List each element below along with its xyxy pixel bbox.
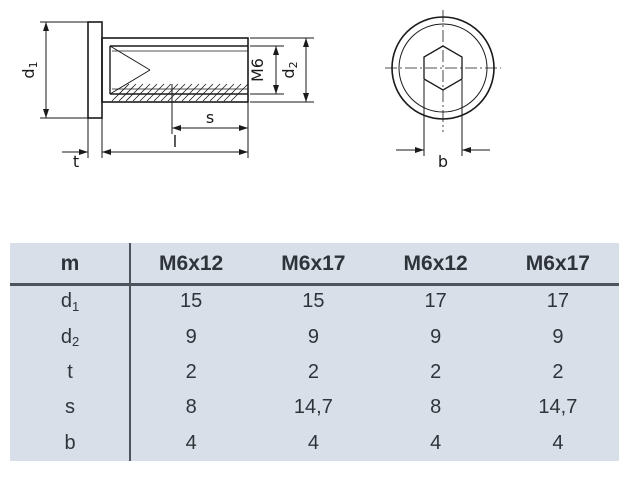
table-cell: 8: [430, 396, 442, 419]
table-cell: 9: [185, 325, 197, 348]
row-label-base: b: [64, 431, 76, 454]
table-cell: 14,7: [293, 396, 333, 419]
dimension-label-b: b: [438, 152, 448, 171]
table-cell: 2: [430, 360, 442, 383]
table-cell: 14,7: [538, 396, 578, 419]
dimension-label-d2: d2: [279, 61, 300, 78]
row-label-s: s: [10, 390, 130, 425]
table-cell: 4: [552, 431, 564, 454]
barrel-outline: [101, 37, 249, 103]
table-cell: 2: [307, 360, 319, 383]
table-cell: 17: [424, 290, 447, 313]
table-cell: 2: [185, 360, 197, 383]
row-label-base: t: [67, 360, 73, 383]
technical-drawing: d1 M6 d2 s l t b: [19, 10, 501, 171]
dimension-arrows: [43, 22, 309, 155]
row-label-base: d: [60, 325, 72, 348]
col-header-3: M6x17: [525, 251, 590, 275]
side-view-section: [87, 21, 249, 119]
table-cell: 2: [552, 360, 564, 383]
row-label-base: d: [60, 290, 72, 313]
col-header-1: M6x17: [281, 251, 346, 275]
table-header-underline: [10, 283, 619, 286]
table-cell: 4: [185, 431, 197, 454]
table-cell: 15: [180, 290, 203, 313]
front-view: [385, 10, 501, 156]
dimension-label-t: t: [73, 152, 79, 171]
table-cell: 9: [307, 325, 319, 348]
table-cell: 4: [430, 431, 442, 454]
row-label-b: b: [10, 426, 130, 461]
dimension-label-m6: M6: [248, 58, 267, 82]
table-cell: 4: [307, 431, 319, 454]
table-cell: 9: [430, 325, 442, 348]
table-cell: 8: [185, 396, 197, 419]
section-hatching: [111, 83, 249, 102]
dimension-label-s: s: [206, 108, 214, 127]
col-header-2: M6x12: [403, 251, 468, 275]
col-header-0: M6x12: [159, 251, 224, 275]
table-cell: 17: [546, 290, 569, 313]
row-label-t: t: [10, 355, 130, 390]
table-vertical-divider: [129, 243, 131, 461]
dimension-label-d1: d1: [19, 61, 40, 78]
row-label-base: s: [65, 396, 75, 419]
table-cell: 9: [552, 325, 564, 348]
front-view-arrows: [415, 147, 471, 153]
table-cell: 15: [302, 290, 325, 313]
flange-outline: [87, 21, 103, 119]
table-corner-header: m: [60, 251, 80, 275]
dimension-label-l: l: [173, 132, 177, 151]
